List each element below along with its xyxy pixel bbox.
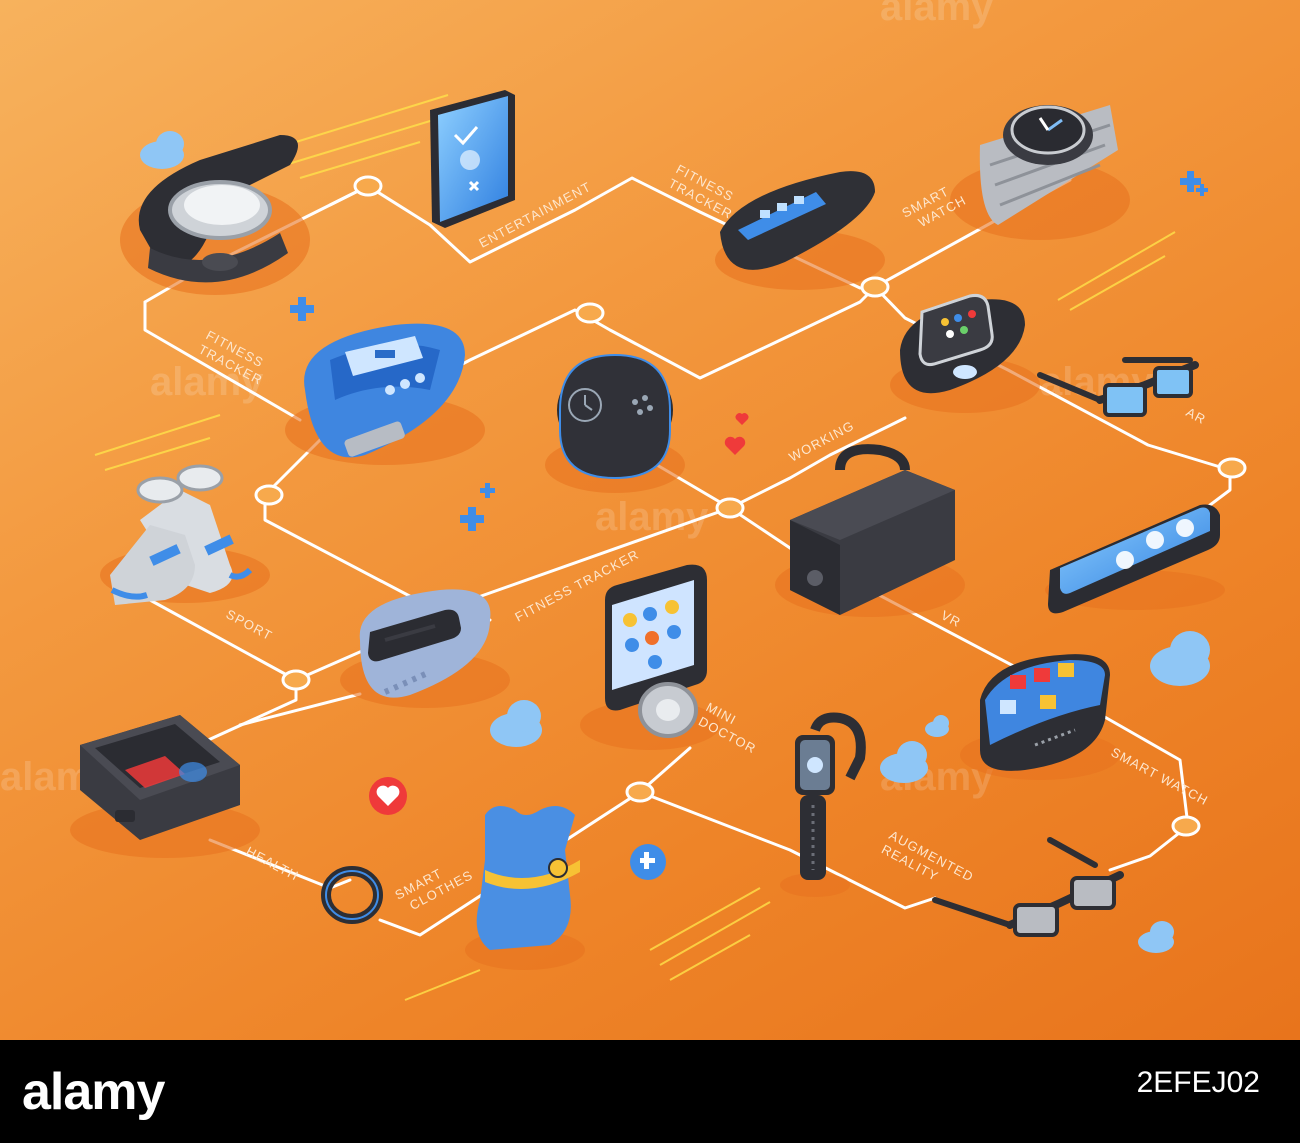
image-id-value: 2EFEJ02 (1136, 1066, 1260, 1099)
vr-headset-device (775, 444, 965, 617)
smart-clothes-device (465, 806, 585, 970)
alamy-logo: alamy (22, 1063, 165, 1121)
plus-icon (460, 507, 484, 531)
health-monitor-device (70, 715, 260, 858)
label-mini-doctor: MINI DOCTOR (696, 699, 759, 756)
wrist-remote-device (780, 712, 866, 897)
diagram-labels: ENTERTAINMENT FITNESS TRACKER SMART WATC… (196, 161, 1211, 913)
plus-icon (290, 297, 314, 321)
ring-bracelet-device (545, 353, 685, 493)
infographic-canvas: alamy alamy alamy alamy alamy alamy (0, 0, 1300, 1040)
fitness-band-device (715, 171, 885, 290)
mini-doctor-device (580, 564, 720, 750)
plus-icons (290, 171, 1208, 880)
light-blue-band-device (340, 589, 510, 708)
heart-icons (369, 413, 749, 815)
cloud-icon (925, 715, 949, 737)
plus-icon (480, 483, 495, 498)
smart-watch-device (950, 105, 1130, 240)
cloud-icon (140, 131, 184, 169)
label-health: HEALTH (244, 843, 302, 883)
connector-lines (128, 176, 1232, 937)
fitness-tracker-device (120, 135, 310, 295)
heart-icon (376, 785, 400, 806)
cloud-icon (880, 741, 928, 783)
label-augmented-reality: AUGMENTED REALITY (879, 827, 976, 884)
square-smart-watch-device (890, 294, 1040, 413)
stock-footer: alamy 2EFEJ02 (0, 1040, 1300, 1143)
flow-nodes (254, 175, 1247, 837)
cloud-icon (1138, 921, 1174, 953)
label-smart-watch-right: SMART WATCH (1109, 744, 1211, 808)
label-ar: AR (1184, 404, 1209, 427)
tablet-device (430, 90, 515, 228)
flexible-smart-watch-device (960, 654, 1120, 780)
blue-fitness-tracker-device (285, 323, 485, 465)
svg-text:alamy: alamy (595, 495, 709, 539)
plus-icon (1180, 171, 1201, 192)
augmented-reality-glasses-device (932, 837, 1124, 937)
plus-icon (1196, 184, 1208, 196)
svg-text:alamy: alamy (880, 0, 994, 29)
svg-text:alamy: alamy (150, 360, 264, 404)
cloud-icon (490, 700, 542, 747)
cloud-icon (1150, 631, 1210, 686)
ar-glasses-device (1037, 357, 1199, 417)
image-id: 2EFEJ02 (1137, 1066, 1260, 1101)
smart-ring-device (321, 866, 383, 924)
decorative-dashes (94, 94, 1176, 1001)
label-sport: SPORT (224, 606, 276, 643)
flowchart: alamy alamy alamy alamy alamy alamy (0, 0, 1247, 1001)
smart-shoes-device (100, 464, 270, 605)
smartphone-device (1045, 504, 1225, 614)
heart-icon (724, 436, 746, 455)
cloud-icons (140, 131, 1210, 953)
heart-icon (735, 413, 749, 425)
